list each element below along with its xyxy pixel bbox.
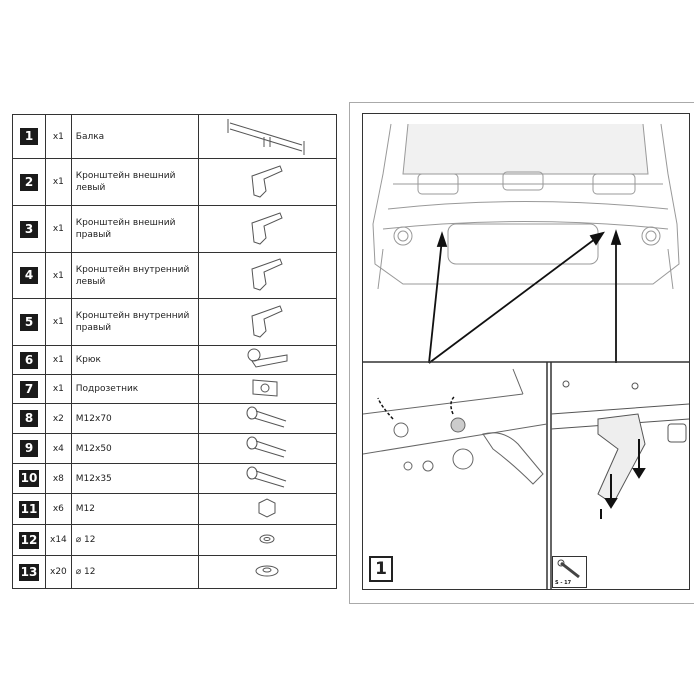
bolt-icon — [244, 435, 290, 459]
part-name: ⌀ 12 — [70, 524, 199, 556]
part-row: 6 x1 Крюк — [12, 345, 338, 375]
part-name: ⌀ 12 — [70, 555, 199, 589]
step-number: 1 — [369, 556, 393, 582]
part-number-badge: 7 — [20, 380, 38, 398]
part-row: 5 x1 Кронштейн внутренний правый — [12, 298, 338, 346]
part-name: Кронштейн внешний правый — [70, 205, 199, 253]
part-number-badge: 6 — [20, 351, 38, 369]
part-row: 13 x20 ⌀ 12 — [12, 555, 338, 589]
part-quantity: x20 — [45, 555, 72, 589]
part-quantity: x2 — [45, 403, 72, 434]
part-name: M12 — [70, 493, 199, 525]
part-quantity: x1 — [45, 158, 72, 206]
detail-plugs-drawing — [363, 368, 548, 485]
wrench-icon — [557, 559, 580, 579]
part-name: Кронштейн внутренний правый — [70, 298, 199, 346]
spring-washer-icon — [257, 532, 277, 546]
part-quantity: x1 — [45, 205, 72, 253]
part-number-badge: 12 — [18, 531, 40, 549]
nut-icon — [255, 497, 279, 519]
part-name: M12x50 — [70, 433, 199, 464]
tool-indicator: S - 17 — [552, 556, 587, 588]
part-quantity: x1 — [45, 374, 72, 404]
bracket-icon — [242, 161, 292, 201]
part-row: 2 x1 Кронштейн внешний левый — [12, 158, 338, 206]
detail-bracket-drawing — [550, 380, 689, 505]
tool-label: S - 17 — [555, 580, 572, 586]
part-name: Кронштейн внешний левый — [70, 158, 199, 206]
part-quantity: x8 — [45, 463, 72, 494]
part-quantity: x14 — [45, 524, 72, 556]
bracket-icon — [242, 208, 292, 248]
part-row: 11 x6 M12 — [12, 493, 338, 525]
part-row: 9 x4 M12x50 — [12, 433, 338, 464]
bolt-icon — [244, 465, 290, 489]
socket-plate-icon — [247, 376, 287, 400]
part-number-badge: 9 — [20, 440, 38, 457]
part-row: 12 x14 ⌀ 12 — [12, 524, 338, 556]
part-name: M12x70 — [70, 403, 199, 434]
parts-list-table: 1 x1 Балка 2 x1 Кронштейн внешний левый … — [12, 114, 338, 589]
step-1-illustration — [362, 113, 690, 590]
part-row: 8 x2 M12x70 — [12, 403, 338, 434]
part-number-badge: 13 — [18, 563, 40, 581]
part-row: 3 x1 Кронштейн внешний правый — [12, 205, 338, 253]
part-row: 10 x8 M12x35 — [12, 463, 338, 494]
part-row: 4 x1 Кронштейн внутренний левый — [12, 252, 338, 299]
removal-arrows — [600, 439, 646, 519]
part-quantity: x1 — [45, 252, 72, 299]
part-number-badge: 4 — [20, 267, 38, 284]
part-row: 7 x1 Подрозетник — [12, 374, 338, 404]
part-number-badge: 1 — [20, 128, 38, 145]
car-rear-drawing — [372, 123, 680, 290]
part-quantity: x1 — [45, 114, 72, 159]
part-number-badge: 2 — [20, 173, 38, 191]
part-quantity: x6 — [45, 493, 72, 525]
part-quantity: x1 — [45, 298, 72, 346]
part-name: M12x35 — [70, 463, 199, 494]
part-quantity: x4 — [45, 433, 72, 464]
instruction-panel — [349, 102, 694, 604]
bracket-icon — [242, 301, 292, 341]
part-name: Балка — [70, 114, 199, 159]
part-quantity: x1 — [45, 345, 72, 375]
pointer-arrows — [428, 229, 622, 364]
part-row: 1 x1 Балка — [12, 114, 338, 159]
part-number-badge: 8 — [20, 410, 38, 427]
part-number-badge: 10 — [18, 470, 40, 487]
bracket-icon — [242, 254, 292, 294]
part-number-badge: 3 — [20, 220, 38, 238]
part-name: Подрозетник — [70, 374, 199, 404]
part-name: Крюк — [70, 345, 199, 375]
crossbar-icon — [222, 115, 312, 155]
bolt-icon — [244, 405, 290, 429]
part-number-badge: 11 — [18, 500, 40, 518]
flat-washer-icon — [254, 563, 280, 579]
part-number-badge: 5 — [20, 313, 38, 331]
part-name: Кронштейн внутренний левый — [70, 252, 199, 299]
tow-ball-icon — [242, 347, 292, 371]
